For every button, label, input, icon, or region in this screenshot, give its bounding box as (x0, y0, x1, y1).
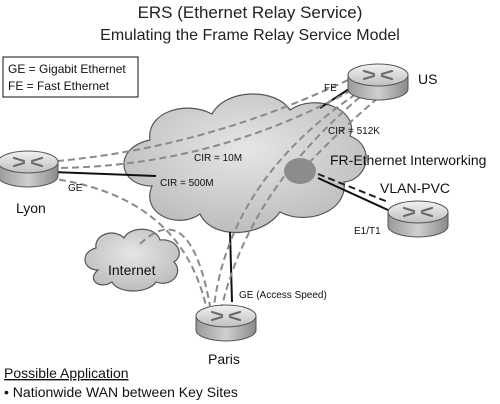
vc-internet-paris (139, 228, 211, 307)
label-ge-lyon: GE (68, 183, 83, 194)
router-paris-label: Paris (208, 351, 240, 367)
label-cir-512k: CIR = 512K (328, 126, 380, 137)
link-paris-solid (229, 231, 233, 303)
router-lyon-label: Lyon (16, 200, 46, 216)
vc-lyon-us-1 (45, 79, 349, 163)
legend-fe: FE = Fast Ethernet (8, 79, 110, 93)
link-vlan-solid (317, 177, 389, 211)
label-fr-ethernet: FR-Ethernet Interworking (330, 152, 486, 168)
label-cir-500m: CIR = 500M (160, 178, 214, 189)
vc-us-vlan (309, 97, 379, 163)
internet-cloud: Internet (84, 228, 180, 292)
label-e1t1: E1/T1 (354, 226, 381, 237)
label-fe: FE (324, 83, 337, 94)
diagram-subtitle: Emulating the Frame Relay Service Model (100, 27, 400, 44)
label-ge-paris: GE (Access Speed) (239, 290, 327, 301)
vc-lyon-us-2 (49, 89, 353, 169)
vc-lyon-paris (47, 177, 207, 307)
ers-cloud (123, 93, 367, 234)
label-cir-10m: CIR = 10M (194, 153, 242, 164)
legend-ge: GE = Gigabit Ethernet (8, 62, 126, 76)
router-vlan-pvc-label: VLAN-PVC (380, 180, 450, 196)
vc-us-paris-2 (221, 96, 361, 307)
router-paris (194, 303, 258, 343)
footer-bullet: • Nationwide WAN between Key Sites (4, 384, 238, 400)
router-us (346, 62, 410, 102)
internet-label: Internet (108, 262, 156, 278)
router-vlan-pvc (386, 199, 450, 239)
link-vlan-dashed (317, 173, 389, 203)
router-lyon (0, 149, 60, 189)
fr-interworking-node (284, 158, 316, 184)
diagram-title: ERS (Ethernet Relay Service) (138, 3, 363, 22)
virtual-circuits (45, 79, 379, 307)
legend-box: GE = Gigabit Ethernet FE = Fast Ethernet (2, 56, 139, 98)
router-us-label: US (418, 71, 437, 87)
vc-us-paris-1 (213, 93, 357, 307)
footer-heading: Possible Application (4, 365, 129, 381)
link-lyon-solid (51, 171, 157, 177)
